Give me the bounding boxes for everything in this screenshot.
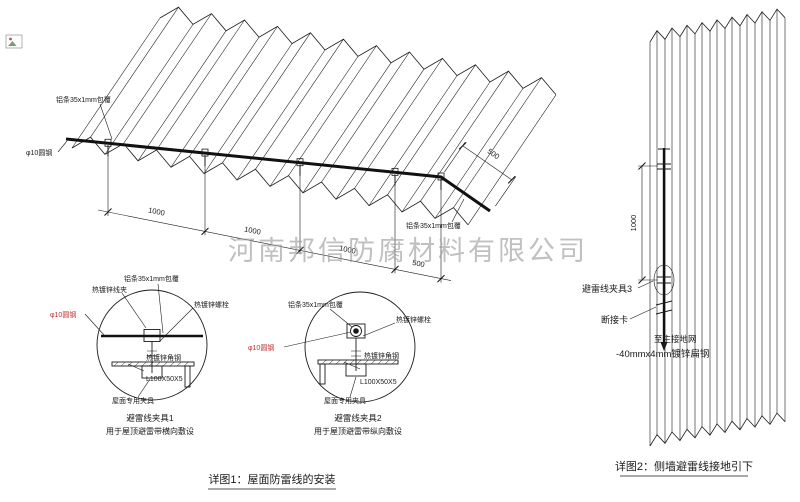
wall-dimension: 1000: [629, 162, 658, 284]
caption-detail1: 详图1：屋面防雷线的安装: [208, 472, 335, 486]
wall-label-disconnect: 断接卡: [601, 314, 628, 325]
company-watermark: 河南邦信防腐材料有限公司: [228, 236, 588, 266]
wall-label-clamp3: 避雷线夹具3: [582, 283, 632, 294]
detail1-label-alu: 铝条35x1mm包覆: [124, 274, 179, 283]
corrugated-roof-sheet: [71, 6, 557, 226]
detail2-title: 避雷线夹具2: [334, 413, 382, 423]
detail2-label-bolt: 热镀锌螺栓: [396, 315, 431, 324]
detail1-label-angle: 热镀锌角钢: [146, 353, 181, 362]
dimension-span-2: 1000: [243, 225, 261, 237]
dimension-slope: 500: [486, 147, 501, 162]
label-alu-strip-top: 铝条35x1mm包覆: [56, 95, 111, 104]
label-alu-strip-bottom: 铝条35x1mm包覆: [406, 221, 461, 230]
detail2-wire-cladding: [350, 325, 362, 337]
dimension-span-4: 500: [411, 258, 425, 269]
detail-circle-1: 热镀锌线夹 铝条35x1mm包覆 热镀锌螺栓 φ10圆钢 热镀锌角钢 L100X…: [50, 274, 229, 436]
detail1-roof-clamp: [141, 365, 163, 379]
wall-label-flat-steel: -40mmx4mm镀锌扁钢: [616, 348, 709, 360]
detail2-label-alu: 铝条35x1mm包覆: [288, 300, 343, 309]
detail2-angle-leg: [319, 363, 326, 385]
detail1-title: 避雷线夹具1: [126, 413, 174, 423]
detail1-label-clamp: 热镀锌线夹: [92, 285, 127, 294]
wall-label-to-ground: 至主接地网: [654, 334, 697, 344]
wall-drawing: 1000 避雷线夹具3 断接卡 至主接地网 -40mmx4mm镀锌扁钢: [582, 8, 786, 447]
wall-dimension-1000: 1000: [629, 215, 638, 232]
label-round-steel-roof: φ10圆钢: [26, 148, 52, 157]
dimension-span-3: 1000: [338, 244, 356, 256]
detail1-label-roof-clamp: 屋面专用夹具: [112, 396, 154, 405]
detail1-hatch: [113, 362, 189, 367]
detail2-subtitle: 用于屋顶避雷带纵向敷设: [314, 426, 402, 436]
detail2-circle-outline: [304, 291, 416, 403]
captions: 详图1：屋面防雷线的安装 详图2：侧墙避雷线接地引下: [208, 459, 753, 490]
detail1-subtitle: 用于屋顶避雷带横向敷设: [106, 426, 194, 436]
detail1-label-round-steel: φ10圆钢: [50, 310, 76, 319]
detail1-circle-outline: [96, 289, 208, 401]
dimension-span-1: 1000: [147, 206, 165, 218]
roof-drawing: 1000 1000 1000 500 500 铝条35x1mm包覆 φ10圆钢 …: [26, 6, 557, 283]
detail2-wire-section: [353, 328, 359, 334]
detail2-label-roof-clamp: 屋面专用夹具: [324, 396, 366, 405]
caption-detail2: 详图2：侧墙避雷线接地引下: [615, 459, 753, 473]
roof-dimensions: 1000 1000 1000 500 500: [97, 141, 517, 283]
detail2-hatch: [321, 360, 397, 365]
detail1-label-bolt: 热镀锌螺栓: [194, 300, 229, 309]
downlead-arrow: [660, 342, 668, 351]
detail1-label-angle-size: L100X50X5: [146, 376, 183, 383]
detail2-label-angle-size: L100X50X5: [360, 379, 397, 386]
disconnect-card-marks: [655, 300, 673, 315]
corrugated-wall-sheet: [649, 8, 786, 447]
broken-image-icon: [5, 34, 23, 49]
lightning-wire-roof: [65, 137, 491, 213]
roof-leader-labels: 铝条35x1mm包覆 φ10圆钢 铝条35x1mm包覆: [26, 95, 465, 230]
detail2-label-round-steel: φ10圆钢: [248, 343, 274, 352]
detail2-roof-clamp: [345, 363, 367, 377]
detail-circle-2: 铝条35x1mm包覆 热镀锌螺栓 φ10圆钢 热镀锌角钢 L100X50X5 屋…: [248, 291, 431, 436]
detail1-angle-leg: [184, 365, 191, 388]
detail2-label-angle: 热镀锌角钢: [364, 351, 399, 360]
